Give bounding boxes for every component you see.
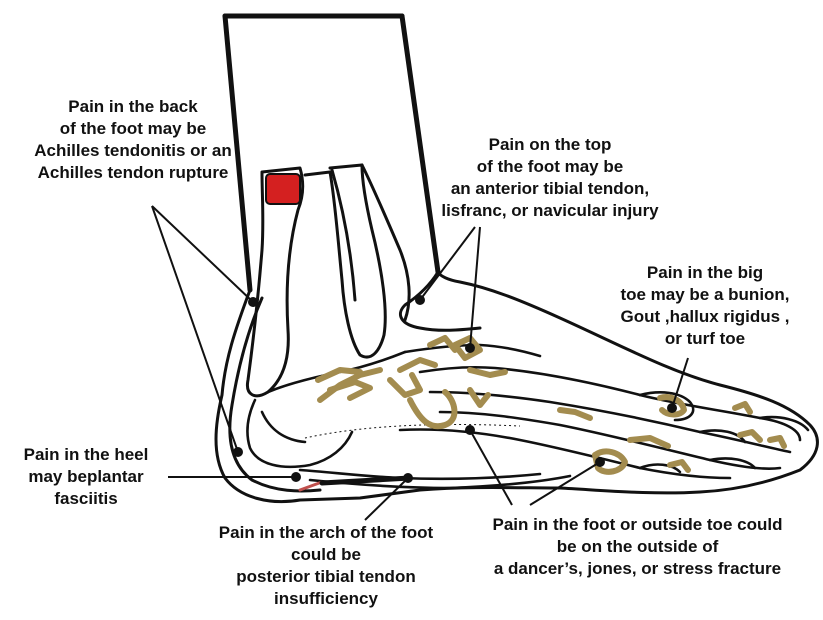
label-line: Pain in the foot or outside toe could <box>470 514 805 536</box>
label-line: be on the outside of <box>470 536 805 558</box>
label-line: lisfranc, or navicular injury <box>430 200 670 222</box>
label-arch: Pain in the arch of the foot could be po… <box>196 522 456 610</box>
label-line: Pain in the arch of the foot <box>196 522 456 544</box>
achilles-marker <box>266 174 300 204</box>
label-outside-toe: Pain in the foot or outside toe could be… <box>470 514 805 580</box>
label-line: could be <box>196 544 456 566</box>
label-line: toe may be a bunion, <box>600 284 810 306</box>
arch-marker-line <box>322 478 410 483</box>
label-line: Pain on the top <box>430 134 670 156</box>
label-top-of-foot: Pain on the top of the foot may be an an… <box>430 134 670 222</box>
label-line: may beplantar <box>6 466 166 488</box>
label-line: an anterior tibial tendon, <box>430 178 670 200</box>
label-line: fasciitis <box>6 488 166 510</box>
label-line: or turf toe <box>600 328 810 350</box>
label-line: Pain in the big <box>600 262 810 284</box>
label-line: Achilles tendon rupture <box>8 162 258 184</box>
label-line: posterior tibial tendon <box>196 566 456 588</box>
label-heel: Pain in the heel may beplantar fasciitis <box>6 444 166 510</box>
label-line: Achilles tendonitis or an <box>8 140 258 162</box>
label-line: of the foot may be <box>430 156 670 178</box>
label-big-toe: Pain in the big toe may be a bunion, Gou… <box>600 262 810 350</box>
foot-bones <box>248 345 808 488</box>
label-line: Pain in the heel <box>6 444 166 466</box>
label-line: of the foot may be <box>8 118 258 140</box>
arch-dotted-line <box>305 425 520 439</box>
label-line: a dancer’s, jones, or stress fracture <box>470 558 805 580</box>
label-line: Gout ,hallux rigidus , <box>600 306 810 328</box>
label-line: Pain in the back <box>8 96 258 118</box>
label-line: insufficiency <box>196 588 456 610</box>
label-back-of-foot: Pain in the back of the foot may be Achi… <box>8 96 258 184</box>
